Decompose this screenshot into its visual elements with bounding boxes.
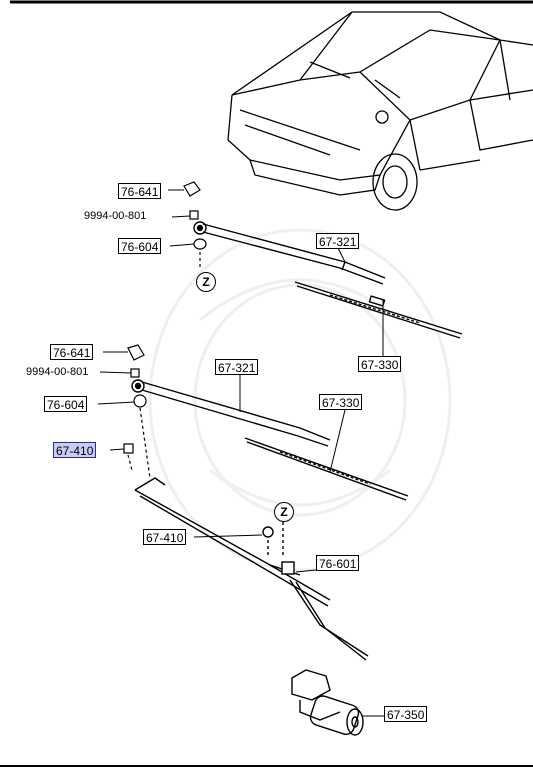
callout-upper-blade[interactable]: 67-330 xyxy=(358,356,402,372)
lower-arm xyxy=(131,379,331,447)
callout-lower-bushing[interactable]: 76-604 xyxy=(44,396,88,412)
motor-leaders xyxy=(193,534,384,717)
torque-mark-upper: Z xyxy=(196,272,216,292)
torque-mark-lower: Z xyxy=(274,502,294,522)
upper-leaders xyxy=(168,189,384,356)
callout-wiper-motor[interactable]: 67-350 xyxy=(384,706,428,722)
lower-leaders xyxy=(97,351,346,473)
wiper-motor xyxy=(291,669,364,736)
callout-lower-blade[interactable]: 67-330 xyxy=(319,394,363,410)
callout-upper-nut[interactable]: 9994-00-801 xyxy=(84,210,147,222)
callout-lower-arm[interactable]: 67-321 xyxy=(215,359,259,375)
lower-blade xyxy=(244,437,409,501)
callout-lower-cap[interactable]: 76-641 xyxy=(50,344,94,360)
callout-pivot-bolt-highlighted[interactable]: 67-410 xyxy=(53,442,97,458)
callout-upper-bushing[interactable]: 76-604 xyxy=(118,238,162,254)
lower-hardware xyxy=(123,344,151,479)
callout-upper-arm[interactable]: 67-321 xyxy=(316,233,360,249)
car-illustration xyxy=(227,11,533,211)
callout-link-assembly[interactable]: 76-601 xyxy=(316,555,360,571)
callout-lower-nut[interactable]: 9994-00-801 xyxy=(26,366,89,378)
callout-upper-cap[interactable]: 76-641 xyxy=(118,183,162,199)
watermark-emblem xyxy=(148,228,452,572)
callout-pivot-bolt[interactable]: 67-410 xyxy=(143,529,187,545)
linkage xyxy=(134,477,369,661)
upper-blade xyxy=(294,281,463,339)
